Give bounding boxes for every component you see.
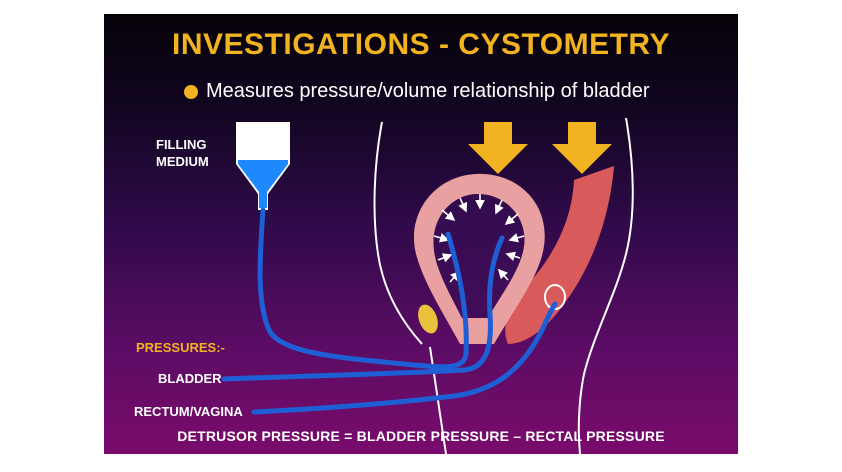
- rectal-pressure-tube: [251, 301, 558, 415]
- bladder-lumen: [433, 194, 525, 318]
- cystometry-diagram: [221, 117, 634, 454]
- bullet-icon: [184, 84, 198, 99]
- down-arrow-icon: [468, 122, 528, 174]
- body-outline-left: [373, 121, 423, 345]
- pubic-bone: [418, 304, 438, 334]
- filling-label-line1: FILLING: [156, 137, 207, 152]
- body-outline-back: [577, 117, 634, 454]
- rectum-shape: [505, 166, 614, 344]
- filling-medium-label: FILLING MEDIUM: [156, 136, 209, 170]
- bladder-pressure-tube: [221, 235, 505, 382]
- pressures-heading: PRESSURES:-: [136, 340, 225, 355]
- subtitle: Measures pressure/volume relationship of…: [184, 80, 650, 103]
- cystometry-slide: INVESTIGATIONS - CYSTOMETRY Measures pre…: [104, 14, 738, 454]
- filling-medium-fluid: [238, 160, 288, 208]
- rectal-balloon: [544, 284, 566, 310]
- subtitle-text: Measures pressure/volume relationship of…: [206, 80, 650, 102]
- down-arrow-icon-2: [552, 122, 612, 174]
- filling-label-line2: MEDIUM: [156, 154, 209, 169]
- filling-tube: [257, 207, 469, 370]
- bladder-label: BLADDER: [158, 371, 222, 386]
- detrusor-formula: DETRUSOR PRESSURE = BLADDER PRESSURE – R…: [177, 428, 665, 444]
- pressure-arrows: [433, 194, 525, 283]
- rectum-vagina-label: RECTUM/VAGINA: [134, 404, 243, 419]
- bladder-wall: [413, 173, 545, 344]
- page-title: INVESTIGATIONS - CYSTOMETRY: [172, 28, 670, 61]
